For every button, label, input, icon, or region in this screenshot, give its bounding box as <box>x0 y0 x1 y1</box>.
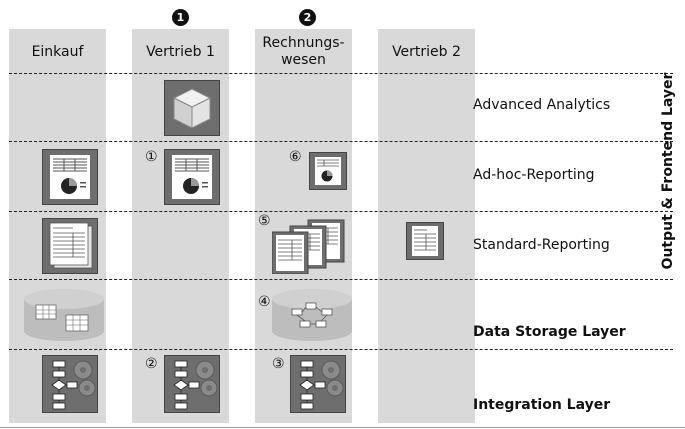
column-number-badge: 1 <box>172 9 189 26</box>
etl-process-icon <box>164 355 220 413</box>
marker-3: ③ <box>272 356 285 372</box>
report-with-pie-chart-icon <box>309 152 347 190</box>
database-icon <box>22 287 106 343</box>
standard-report-icon <box>42 218 98 274</box>
standard-report-stack-icon <box>272 218 345 274</box>
side-title-text: Output & Frontend Layer <box>660 72 676 270</box>
marker-1: ① <box>145 149 158 165</box>
column-number-badge: 2 <box>299 9 316 26</box>
side-title-output-frontend: Output & Frontend Layer <box>648 72 685 270</box>
layer-separator <box>9 349 673 350</box>
marker-5: ⑤ <box>258 213 271 229</box>
etl-process-icon <box>42 355 98 413</box>
layer-label-integration: Integration Layer <box>473 397 611 413</box>
marker-4: ④ <box>258 294 271 310</box>
column-header-line-2: wesen <box>281 52 326 68</box>
marker-2: ② <box>145 356 158 372</box>
layer-label-data-storage: Data Storage Layer <box>473 324 626 340</box>
olap-cube-icon <box>164 80 220 136</box>
layer-separator <box>9 141 673 142</box>
layer-label-advanced-analytics: Advanced Analytics <box>473 97 611 113</box>
layer-separator <box>9 73 673 74</box>
marker-6: ⑥ <box>289 149 302 165</box>
database-icon <box>270 287 354 343</box>
layer-separator <box>9 211 673 212</box>
layer-separator <box>9 279 673 280</box>
layer-label-standard-reporting: Standard-Reporting <box>473 237 610 253</box>
column-header-line-1: Rechnungs- <box>262 35 345 51</box>
column-header: Einkauf <box>31 44 84 60</box>
report-with-pie-chart-icon <box>42 149 98 205</box>
layer-label-adhoc-reporting: Ad-hoc-Reporting <box>473 167 595 183</box>
column-header: Vertrieb 2 <box>392 44 461 60</box>
report-with-pie-chart-icon <box>164 149 220 205</box>
etl-process-icon <box>290 355 346 413</box>
bottom-rule <box>0 427 685 428</box>
column-header: Vertrieb 1 <box>146 44 215 60</box>
standard-report-icon <box>406 222 444 260</box>
